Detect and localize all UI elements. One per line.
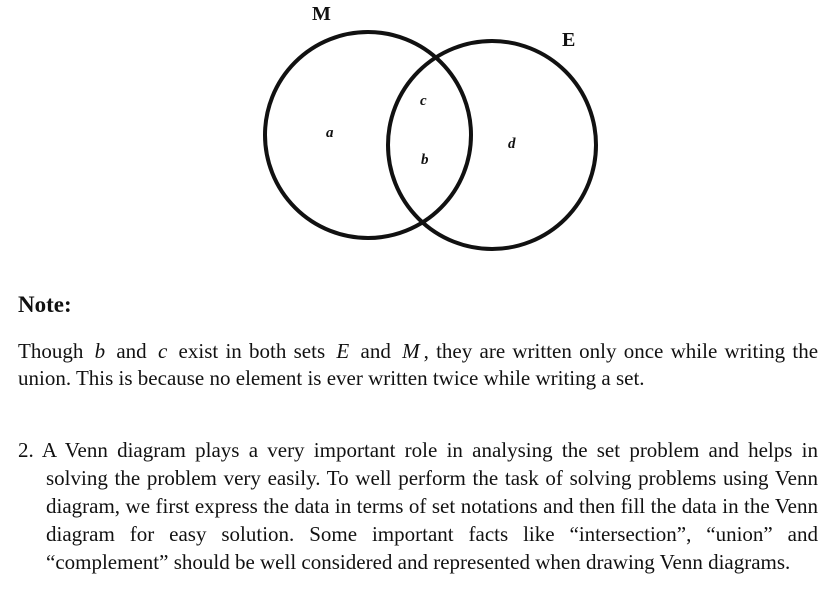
region-c-label: c [420, 93, 427, 109]
region-d-label: d [508, 136, 516, 152]
note-text-5: , they are written only once while writi… [18, 339, 819, 390]
region-a-label: a [326, 125, 334, 141]
note-paragraph: Though b and c exist in both sets E and … [18, 338, 818, 392]
note-var-c: c [157, 339, 168, 363]
note-var-m: M [402, 339, 420, 363]
note-text-1: Though [18, 339, 84, 363]
list-item-2: 2. A Venn diagram plays a very important… [18, 438, 818, 574]
note-var-b: b [94, 339, 106, 363]
note-text-2: and [116, 339, 147, 363]
region-b-label: b [421, 152, 429, 168]
note-var-e: E [336, 339, 350, 363]
set-e-label: E [562, 29, 575, 51]
set-e-circle [386, 39, 598, 251]
set-m-label: M [312, 3, 331, 25]
note-text-4: and [360, 339, 391, 363]
note-heading: Note: [18, 292, 72, 317]
note-text-3: exist in both sets [178, 339, 326, 363]
set-m-circle [263, 30, 473, 240]
venn-diagram: M E a c b d [0, 0, 835, 290]
